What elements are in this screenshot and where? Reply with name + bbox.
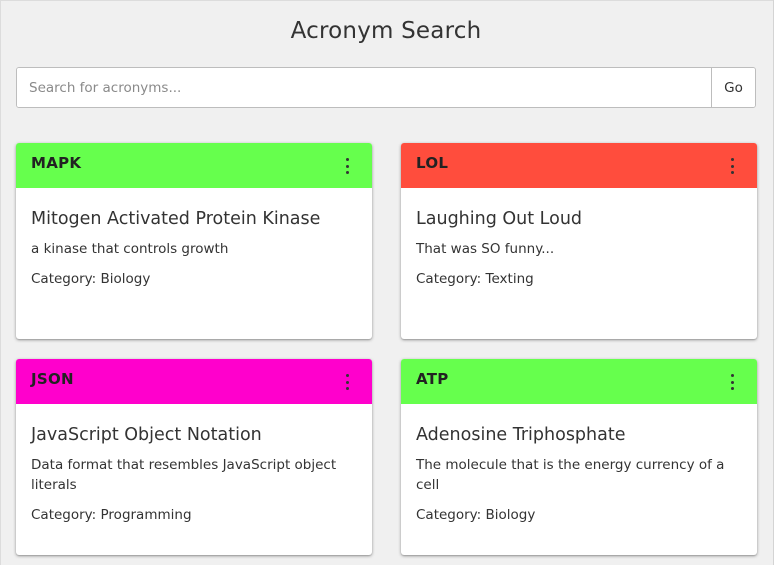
- card-acronym: ATP: [416, 370, 449, 388]
- menu-dot: [730, 374, 734, 377]
- card-description: The molecule that is the energy currency…: [416, 457, 725, 493]
- card-expansion: Laughing Out Loud: [416, 209, 583, 229]
- card-description: Data format that resembles JavaScript ob…: [31, 457, 337, 493]
- more-vertical-icon[interactable]: [727, 156, 737, 176]
- acronym-card: JSON JavaScript Object Notation Data for…: [16, 359, 372, 555]
- page-title: Acronym Search: [290, 18, 482, 44]
- menu-dot: [730, 387, 734, 390]
- more-vertical-icon[interactable]: [342, 372, 352, 392]
- card-body: Laughing Out Loud That was SO funny... C…: [401, 188, 757, 289]
- card-body: Mitogen Activated Protein Kinase a kinas…: [16, 188, 372, 289]
- card-acronym: LOL: [416, 154, 449, 172]
- card-body: JavaScript Object Notation Data format t…: [16, 404, 372, 525]
- more-vertical-icon[interactable]: [342, 156, 352, 176]
- card-category: Category: Biology: [416, 507, 536, 523]
- card-description: a kinase that controls growth: [31, 241, 229, 257]
- menu-dot: [345, 164, 349, 168]
- menu-dot: [730, 171, 734, 174]
- acronym-card: LOL Laughing Out Loud That was SO funny.…: [401, 143, 757, 339]
- card-acronym: MAPK: [31, 154, 82, 172]
- search-bar: Go: [16, 67, 756, 108]
- card-header: ATP: [401, 359, 757, 404]
- window-border-left: [0, 0, 1, 565]
- menu-dot: [345, 158, 349, 161]
- card-expansion: Mitogen Activated Protein Kinase: [31, 209, 321, 229]
- menu-dot: [345, 374, 349, 377]
- card-description: That was SO funny...: [416, 241, 555, 257]
- menu-dot: [730, 164, 734, 168]
- card-expansion: JavaScript Object Notation: [31, 425, 262, 445]
- card-header: LOL: [401, 143, 757, 188]
- menu-dot: [730, 380, 734, 384]
- window-border-top: [0, 0, 774, 1]
- card-acronym: JSON: [31, 370, 74, 388]
- card-header: MAPK: [16, 143, 372, 188]
- search-input[interactable]: [17, 68, 711, 107]
- more-vertical-icon[interactable]: [727, 372, 737, 392]
- card-body: Adenosine Triphosphate The molecule that…: [401, 404, 757, 525]
- card-expansion: Adenosine Triphosphate: [416, 425, 626, 445]
- card-category: Category: Programming: [31, 507, 192, 523]
- menu-dot: [345, 387, 349, 390]
- card-header: JSON: [16, 359, 372, 404]
- acronym-card: MAPK Mitogen Activated Protein Kinase a …: [16, 143, 372, 339]
- card-category: Category: Texting: [416, 271, 534, 287]
- acronym-card: ATP Adenosine Triphosphate The molecule …: [401, 359, 757, 555]
- card-category: Category: Biology: [31, 271, 151, 287]
- menu-dot: [345, 171, 349, 174]
- menu-dot: [345, 380, 349, 384]
- menu-dot: [730, 158, 734, 161]
- go-button[interactable]: Go: [711, 68, 755, 107]
